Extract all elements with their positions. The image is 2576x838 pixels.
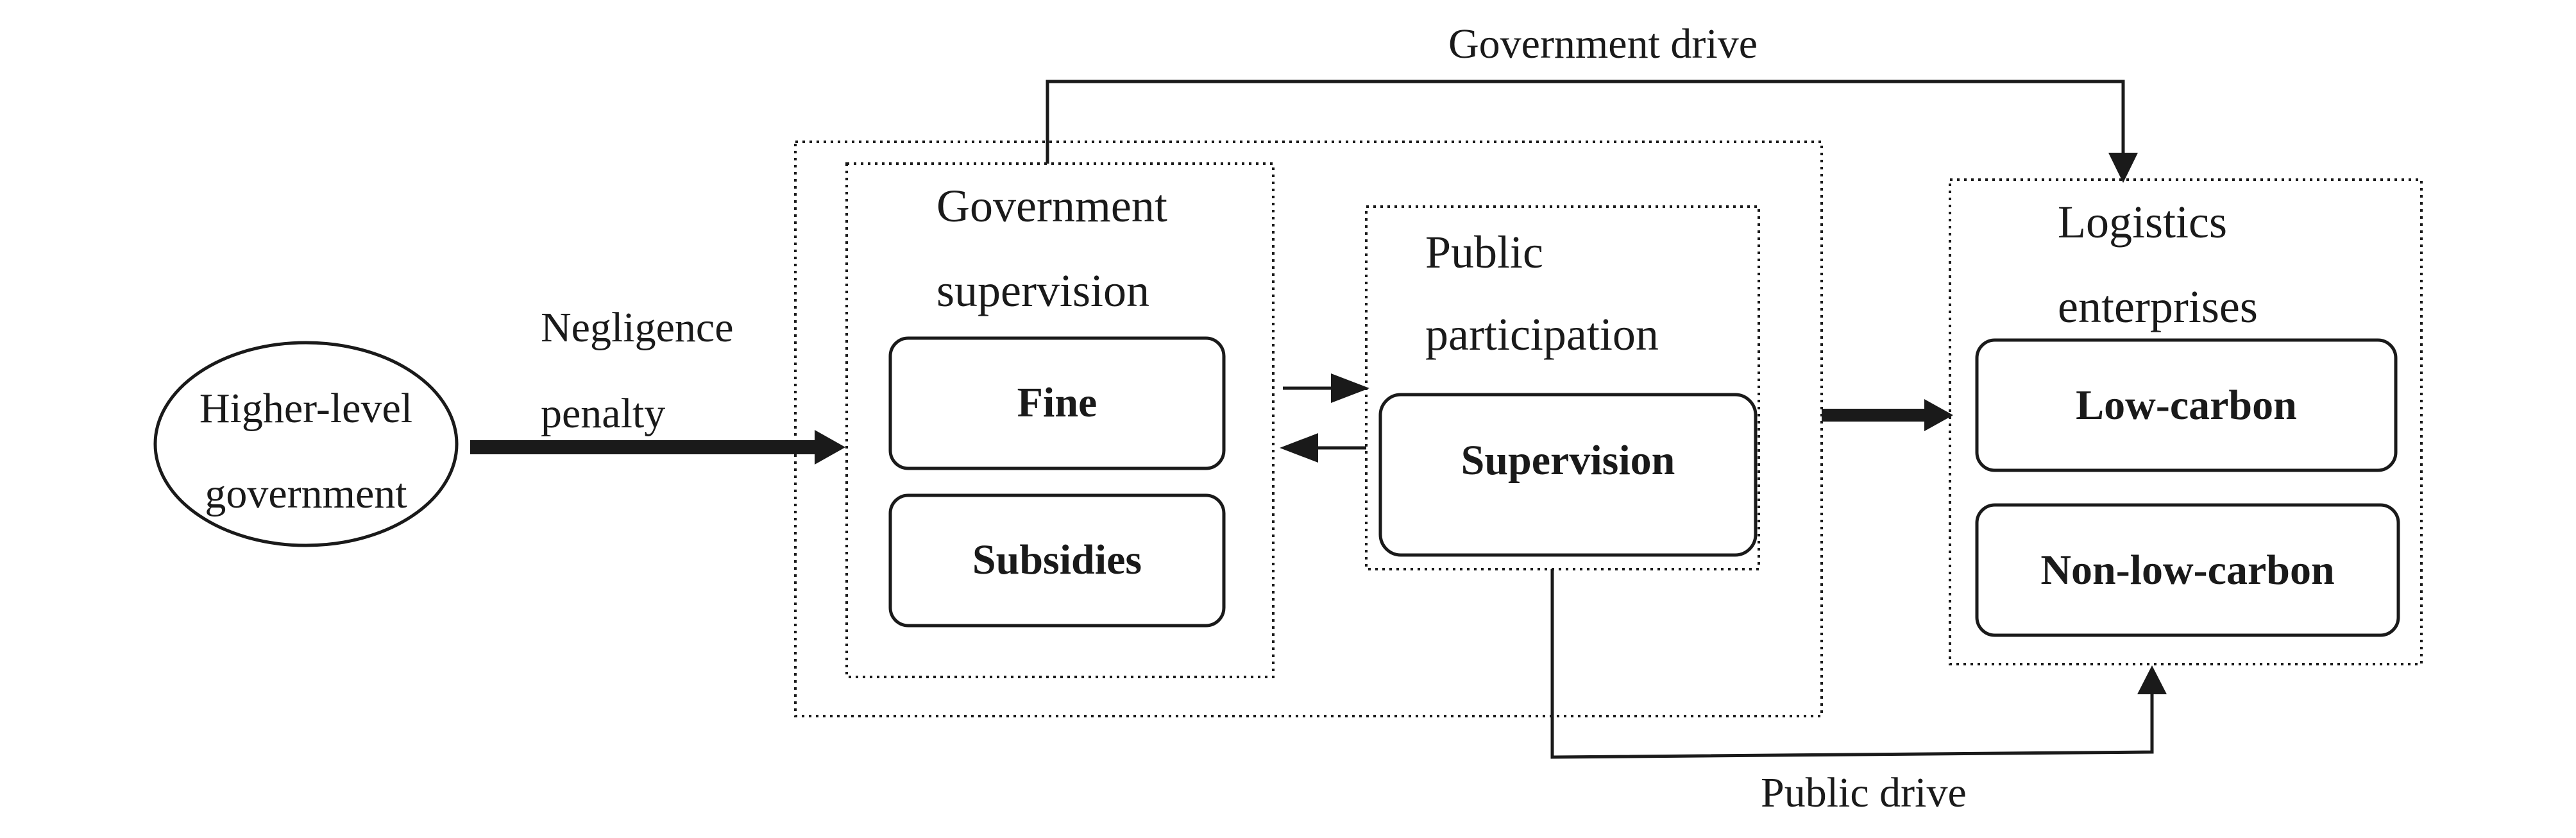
logistics-enterprises-box (1949, 178, 2423, 665)
low-carbon-box (1975, 338, 2398, 472)
supervision-box (1378, 393, 1758, 557)
government-drive-connector (1046, 80, 2125, 164)
subsidies-box (888, 493, 1226, 628)
fine-label: Fine (1017, 379, 1097, 426)
public-drive-label: Public drive (1761, 769, 1967, 816)
logistics-enterprises-title-line2: enterprises (2058, 281, 2258, 332)
public-drive-connector (1550, 569, 2154, 759)
supervision-label: Supervision (1461, 437, 1675, 484)
negligence-penalty-label-line1: Negligence (541, 304, 734, 351)
government-supervision-title-line2: supervision (936, 265, 1149, 316)
regulatory-system-container (794, 141, 1823, 717)
government-drive-label: Government drive (1448, 21, 1758, 67)
non-low-carbon-box (1975, 503, 2400, 637)
higher-level-government-line1: Higher-level (199, 385, 413, 432)
government-supervision-title-line1: Government (936, 180, 1167, 232)
negligence-penalty-label-line2: penalty (541, 390, 666, 437)
higher-level-government-node (153, 341, 459, 547)
fine-box (888, 336, 1226, 470)
low-carbon-label: Low-carbon (2076, 382, 2297, 429)
government-supervision-box (845, 162, 1275, 678)
public-participation-title-line2: participation (1425, 309, 1659, 360)
higher-level-government-line2: government (205, 470, 407, 517)
non-low-carbon-label: Non-low-carbon (2040, 547, 2335, 594)
subsidies-label: Subsidies (972, 536, 1142, 583)
logistics-enterprises-title-line1: Logistics (2058, 196, 2227, 248)
public-participation-title-line1: Public (1425, 227, 1544, 278)
